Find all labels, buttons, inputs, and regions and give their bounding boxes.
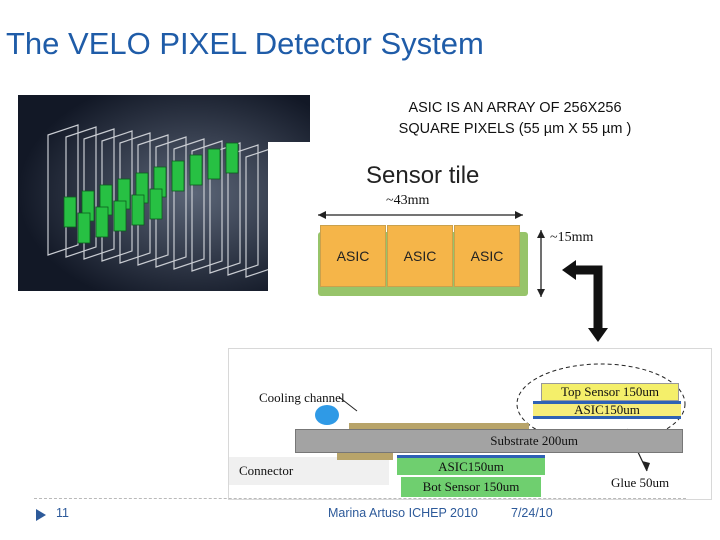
cooling-channel-label: Cooling channel — [259, 390, 345, 405]
asic-note-line-1: ASIC IS AN ARRAY OF 256X256 — [408, 100, 622, 116]
dimension-arrows — [318, 211, 608, 342]
sensor-tile-title: Sensor tile — [366, 162, 480, 189]
page-number: 11 — [56, 506, 69, 520]
bottom-asic-layer: ASIC150um — [397, 455, 545, 475]
sensor-tile-diagram: Sensor tile ~43mm ~15mm ASIC ASIC ASIC — [268, 142, 648, 350]
velo-detector-image — [18, 95, 310, 291]
top-sensor-layer: Top Sensor 150um — [541, 383, 679, 401]
tile-width-label: ~43mm — [386, 193, 430, 208]
asic-chip-1: ASIC — [320, 225, 386, 287]
footer-date: 7/24/10 — [511, 506, 553, 520]
cooling-channel-dot — [315, 405, 339, 425]
asic-chip-3: ASIC — [454, 225, 520, 287]
connector-label: Connector — [239, 463, 294, 478]
glue-label: Glue 50um — [611, 475, 670, 490]
bottom-sensor-layer: Bot Sensor 150um — [401, 477, 541, 497]
glue-layer-top — [349, 423, 529, 429]
asic-array-note: ASIC IS AN ARRAY OF 256X256 SQUARE PIXEL… — [365, 98, 665, 140]
footer-bullet-icon — [34, 508, 48, 527]
asic-chip-2: ASIC — [387, 225, 453, 287]
footer-author: Marina Artuso ICHEP 2010 — [328, 506, 478, 520]
asic-note-line-2: SQUARE PIXELS (55 µm X 55 µm ) — [398, 121, 632, 137]
connector-block — [229, 457, 389, 485]
module-cross-section: Connector Cooling channel Top Sensor 150… — [228, 348, 712, 500]
slide-title: The VELO PIXEL Detector System — [6, 26, 484, 61]
substrate-layer: Substrate 200um — [295, 429, 683, 453]
glue-layer-bottom — [337, 452, 393, 460]
footer-divider — [34, 498, 686, 499]
top-asic-layer: ASIC150um — [533, 401, 681, 419]
tile-height-label: ~15mm — [550, 230, 594, 245]
